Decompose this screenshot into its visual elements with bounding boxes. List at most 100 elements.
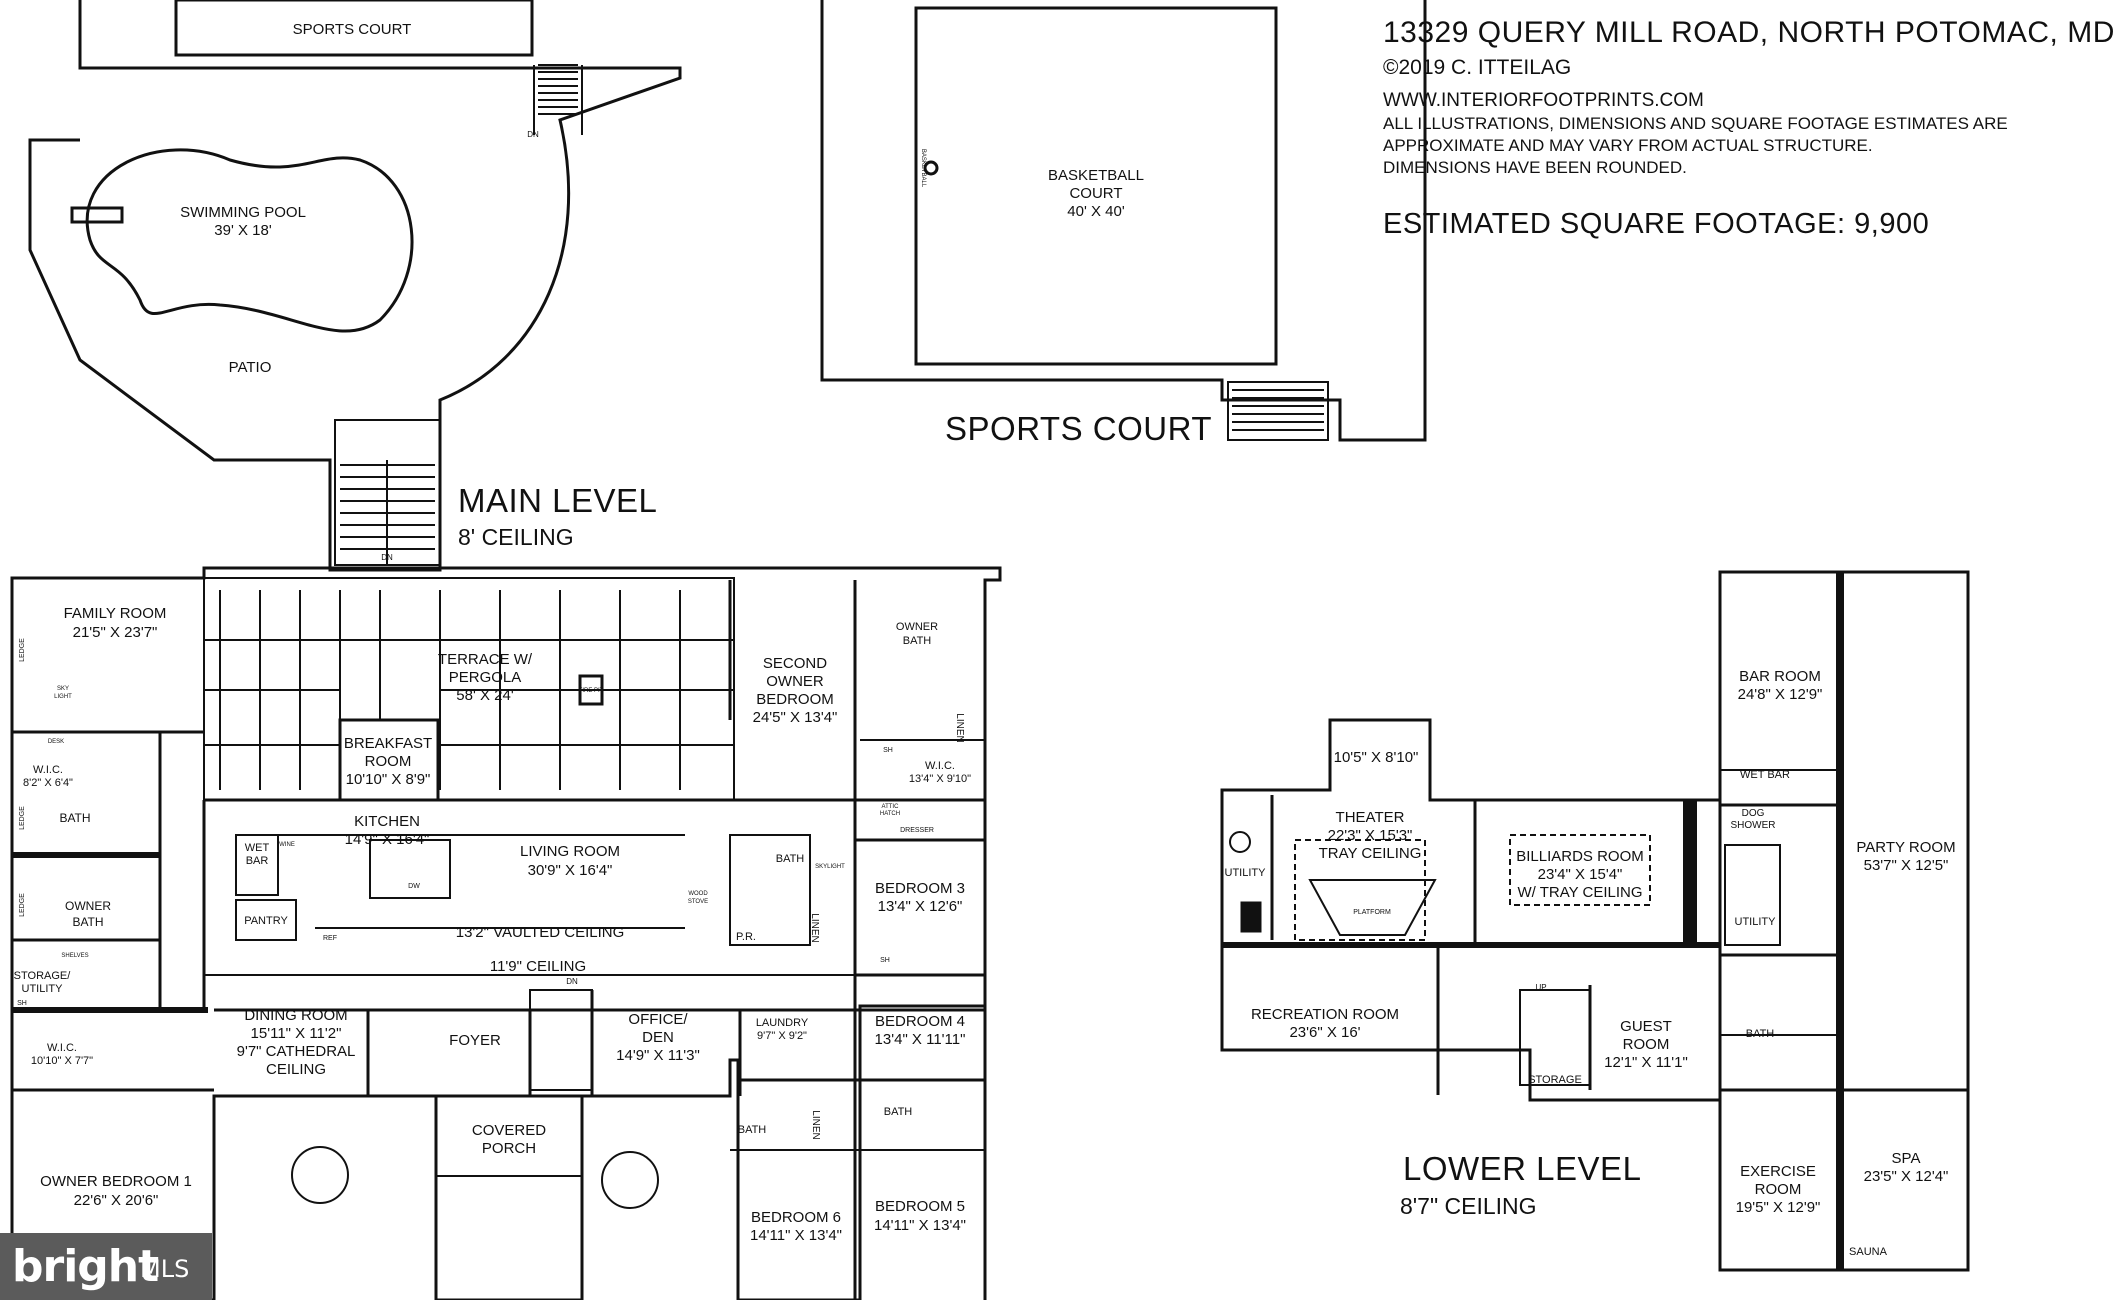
vaulted-ceiling: 13'2" VAULTED CEILING bbox=[456, 924, 625, 941]
spa-label: SPA bbox=[1892, 1150, 1921, 1167]
bath-center-label: BATH bbox=[776, 853, 805, 865]
lower-level-outline bbox=[1220, 570, 1970, 1272]
bedroom3-dims: 13'4" X 12'6" bbox=[878, 898, 963, 915]
owner-bath-top-label-2: BATH bbox=[903, 635, 932, 647]
skylight-tag: SKYLIGHT bbox=[815, 864, 845, 870]
exercise-label: EXERCISE bbox=[1740, 1163, 1816, 1180]
square-footage: ESTIMATED SQUARE FOOTAGE: 9,900 bbox=[1383, 208, 1930, 240]
bedroom6-label: BEDROOM 6 bbox=[751, 1209, 841, 1226]
dn-tag: DN bbox=[566, 977, 578, 986]
sports-court-outline bbox=[820, 0, 1427, 442]
covered-porch-box bbox=[435, 1095, 583, 1177]
bright-mls-watermark: bright MLS bbox=[0, 1233, 212, 1300]
laundry-dims: 9'7" X 9'2" bbox=[757, 1030, 807, 1042]
center-bath-box bbox=[729, 834, 811, 946]
bath-b6-label: BATH bbox=[738, 1124, 767, 1136]
exercise-dims: 19'5" X 12'9" bbox=[1736, 1199, 1821, 1216]
family-room-label: FAMILY ROOM bbox=[64, 605, 167, 622]
breakfast-label-2: ROOM bbox=[365, 753, 412, 770]
breakfast-dims: 10'10" X 8'9" bbox=[346, 771, 431, 788]
ceiling-119: 11'9" CEILING bbox=[490, 958, 586, 975]
living-room-label: LIVING ROOM bbox=[520, 843, 620, 860]
sauna-label: SAUNA bbox=[1849, 1246, 1888, 1258]
billiards-tray bbox=[1509, 834, 1651, 906]
tree-icon bbox=[291, 1146, 349, 1204]
storage-utility-label-2: UTILITY bbox=[22, 983, 64, 995]
wet-bar-label: WET bbox=[245, 842, 270, 854]
attic-hatch-tag: ATTIC bbox=[882, 804, 900, 810]
party-room-dims: 53'7" X 12'5" bbox=[1864, 857, 1949, 874]
kitchen-label: KITCHEN bbox=[354, 813, 420, 830]
lower-level-title: LOWER LEVEL bbox=[1403, 1150, 1642, 1187]
basketball-court-box bbox=[914, 6, 1278, 366]
breakfast-label: BREAKFAST bbox=[344, 735, 432, 752]
stairs-upper bbox=[533, 64, 583, 135]
office-label-2: DEN bbox=[642, 1029, 674, 1046]
spa-dims: 23'5" X 12'4" bbox=[1864, 1168, 1949, 1185]
theater-dims: 22'3" X 15'3" bbox=[1328, 827, 1413, 844]
ref-tag: REF bbox=[323, 935, 337, 942]
disclaimer-line-1: ALL ILLUSTRATIONS, DIMENSIONS AND SQUARE… bbox=[1383, 114, 2008, 133]
wet-bar-box bbox=[235, 834, 279, 896]
terrace-label-2: PERGOLA bbox=[449, 669, 522, 686]
guest-label: GUEST bbox=[1620, 1018, 1672, 1035]
billiards-label: BILLIARDS ROOM bbox=[1516, 848, 1644, 865]
wic-top-label: W.I.C. bbox=[925, 760, 955, 772]
covered-porch-label: COVERED bbox=[472, 1122, 546, 1139]
recreation-label: RECREATION ROOM bbox=[1251, 1006, 1399, 1023]
terrace-label: TERRACE W/ bbox=[438, 651, 533, 668]
owner-bedroom1-dims: 22'6" X 20'6" bbox=[74, 1192, 159, 1209]
theater-tray bbox=[1294, 839, 1426, 941]
bedroom4-dims: 13'4" X 11'11" bbox=[875, 1031, 966, 1048]
dog-shower-label: DOG bbox=[1742, 808, 1765, 819]
main-level-ceiling: 8' CEILING bbox=[458, 524, 574, 550]
main-level-outline bbox=[10, 566, 1002, 1300]
sh-tag: SH bbox=[883, 747, 893, 754]
platform-tag: PLATFORM bbox=[1353, 909, 1391, 916]
dog-shower-label-2: SHOWER bbox=[1731, 820, 1776, 831]
wic-left-dims: 8'2" X 6'4" bbox=[23, 777, 73, 789]
fire-pit-box bbox=[578, 674, 604, 706]
pr-label: P.R. bbox=[736, 931, 756, 943]
sports-court-top-label: SPORTS COURT bbox=[293, 21, 412, 38]
wic-left-label: W.I.C. bbox=[33, 764, 63, 776]
terrace-dims: 58' X 24' bbox=[456, 687, 514, 704]
bath-left-label: BATH bbox=[59, 811, 90, 825]
attic-hatch-tag-2: HATCH bbox=[880, 811, 900, 817]
foyer-label: FOYER bbox=[449, 1032, 501, 1049]
billiards-tray: W/ TRAY CEILING bbox=[1517, 884, 1642, 901]
bath-b5-label: BATH bbox=[884, 1106, 913, 1118]
copyright: ©2019 C. ITTEILAG bbox=[1383, 56, 1572, 79]
lower-stair bbox=[1519, 989, 1591, 1086]
laundry-label: LAUNDRY bbox=[756, 1017, 809, 1029]
family-room-dims: 21'5" X 23'7" bbox=[73, 624, 158, 641]
dn-tag: DN bbox=[381, 553, 393, 562]
bath-lower-label: BATH bbox=[1746, 1028, 1775, 1040]
wine-tag: WINE bbox=[279, 842, 295, 848]
fire-pit-tag: FIRE PIT bbox=[579, 688, 604, 694]
sky-light-tag: SKY bbox=[57, 686, 69, 692]
office-dims: 14'9" X 11'3" bbox=[616, 1047, 700, 1064]
website: WWW.INTERIORFOOTPRINTS.COM bbox=[1383, 90, 1704, 111]
pantry-label: PANTRY bbox=[244, 915, 288, 927]
linen-tag: LINEN bbox=[809, 913, 820, 942]
basketball-hoop-icon bbox=[923, 160, 939, 176]
lower-level-ceiling: 8'7" CEILING bbox=[1400, 1193, 1537, 1219]
swimming-pool-outline bbox=[85, 148, 414, 333]
wic-owner1-dims: 10'10" X 7'7" bbox=[31, 1055, 93, 1067]
wic-top-dims: 13'4" X 9'10" bbox=[909, 773, 971, 785]
dining-label: DINING ROOM bbox=[244, 1007, 347, 1024]
owner-bath-left-label-2: BATH bbox=[72, 915, 103, 929]
covered-porch-label-2: PORCH bbox=[482, 1140, 536, 1157]
basketball-label: BASKETBALL bbox=[1048, 167, 1144, 184]
utility-box-lower bbox=[1724, 844, 1781, 946]
ledge-tag: LEDGE bbox=[19, 893, 26, 917]
office-label: OFFICE/ bbox=[628, 1011, 688, 1028]
wic-owner1-label: W.I.C. bbox=[47, 1042, 77, 1054]
mls-logo-text: MLS bbox=[140, 1255, 190, 1283]
storage-lower-label: STORAGE bbox=[1528, 1074, 1582, 1086]
wet-bar-lower-label: WET BAR bbox=[1740, 769, 1790, 781]
dining-dims: 15'11" X 11'2" bbox=[251, 1025, 342, 1042]
dn-tag: DN bbox=[527, 130, 539, 139]
owner-bedroom1-label: OWNER BEDROOM 1 bbox=[40, 1173, 192, 1190]
